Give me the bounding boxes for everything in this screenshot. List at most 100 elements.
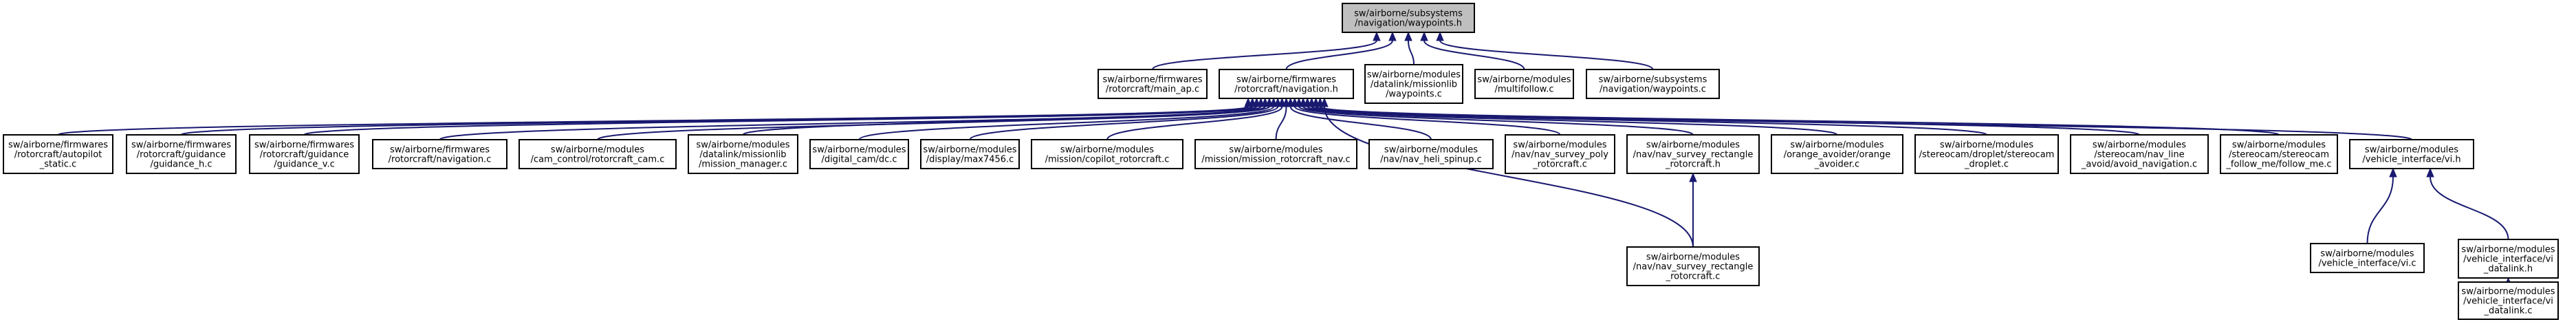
file-node[interactable]: sw/airborne/modules/stereocam/droplet/st… bbox=[1914, 134, 2059, 174]
node-label-line: /stereocam/stereocam bbox=[2229, 150, 2329, 160]
file-node[interactable]: sw/airborne/modules/nav/nav_survey_recta… bbox=[1626, 246, 1760, 286]
node-box bbox=[688, 134, 798, 174]
file-node[interactable]: sw/airborne/modules/vehicle_interface/vi… bbox=[2310, 243, 2425, 273]
file-node[interactable]: sw/airborne/modules/display/max7456.c bbox=[920, 139, 1020, 169]
node-box bbox=[2349, 139, 2474, 169]
file-node[interactable]: sw/airborne/firmwares/rotorcraft/autopil… bbox=[3, 134, 113, 174]
node-box bbox=[1342, 3, 1475, 33]
file-node[interactable]: sw/airborne/modules/nav/nav_survey_poly_… bbox=[1505, 134, 1615, 174]
file-node[interactable]: sw/airborne/firmwares/rotorcraft/navigat… bbox=[1219, 69, 1354, 99]
file-node[interactable]: sw/airborne/subsystems/navigation/waypoi… bbox=[1586, 69, 1720, 99]
node-label-line: /mission/copilot_rotorcraft.c bbox=[1045, 155, 1170, 165]
file-node[interactable]: sw/airborne/modules/datalink/missionlib/… bbox=[688, 134, 798, 174]
file-node[interactable]: sw/airborne/modules/cam_control/rotorcra… bbox=[519, 139, 677, 169]
node-label-line: /display/max7456.c bbox=[926, 155, 1014, 165]
node-box bbox=[519, 139, 677, 169]
node-label-line: /guidance_h.c bbox=[150, 160, 212, 170]
node-label-line: /rotorcraft/autopilot bbox=[14, 150, 102, 160]
node-label-line: /rotorcraft/guidance bbox=[137, 150, 226, 160]
file-node[interactable]: sw/airborne/firmwares/rotorcraft/guidanc… bbox=[249, 134, 360, 174]
node-label-line: /nav/nav_survey_rectangle bbox=[1633, 262, 1754, 272]
dependency-edge bbox=[1315, 106, 2280, 136]
node-label-line: /datalink/missionlib bbox=[699, 150, 786, 160]
node-label-line: sw/airborne/subsystems bbox=[1599, 75, 1707, 85]
file-node[interactable]: sw/airborne/modules/orange_avoider/orang… bbox=[1771, 134, 1903, 174]
node-label-line: /vehicle_interface/vi.h bbox=[2362, 155, 2460, 165]
node-label-line: /stereocam/droplet/stereocam bbox=[1919, 150, 2055, 160]
dependency-edge bbox=[1302, 106, 1838, 136]
dependency-edge bbox=[1307, 106, 1987, 136]
file-node[interactable]: sw/airborne/modules/nav/nav_survey_recta… bbox=[1626, 134, 1760, 174]
node-box bbox=[372, 139, 507, 169]
node-label-line: sw/airborne/modules bbox=[1790, 140, 1884, 151]
node-label-line: sw/airborne/modules bbox=[1060, 145, 1154, 155]
file-node[interactable]: sw/airborne/modules/vehicle_interface/vi… bbox=[2349, 139, 2474, 169]
edge-arrowhead bbox=[1436, 31, 1444, 41]
node-box bbox=[1626, 246, 1760, 286]
file-node[interactable]: sw/airborne/modules/mission/mission_roto… bbox=[1194, 139, 1357, 169]
node-box bbox=[1474, 69, 1574, 99]
node-label-line: sw/airborne/modules bbox=[1477, 75, 1571, 85]
file-node[interactable]: sw/airborne/modules/digital_cam/dc.c bbox=[809, 139, 909, 169]
node-label-line: /navigation/waypoints.c bbox=[1600, 85, 1706, 95]
file-node[interactable]: sw/airborne/modules/nav/nav_heli_spinup.… bbox=[1368, 139, 1494, 169]
dependency-edge bbox=[969, 106, 1279, 140]
dependency-edge bbox=[1319, 106, 2412, 140]
file-node[interactable]: sw/airborne/modules/stereocam/nav_line_a… bbox=[2070, 134, 2209, 174]
node-label-line: /waypoints.c bbox=[1386, 89, 1442, 100]
node-label-line: /nav/nav_heli_spinup.c bbox=[1380, 155, 1482, 165]
dependency-edge bbox=[1294, 106, 1561, 136]
file-node[interactable]: sw/airborne/firmwares/rotorcraft/navigat… bbox=[372, 139, 507, 169]
node-label-line: sw/airborne/modules bbox=[2365, 145, 2458, 155]
node-label-line: /rotorcraft/main_ap.c bbox=[1106, 85, 1199, 95]
node-label-line: sw/airborne/modules bbox=[1367, 70, 1461, 80]
node-label-line: sw/airborne/modules bbox=[696, 140, 789, 151]
node-label-line: sw/airborne/modules bbox=[2232, 140, 2326, 151]
node-label-line: /navigation/waypoints.h bbox=[1355, 19, 1462, 29]
node-box bbox=[1031, 139, 1183, 169]
file-node[interactable]: sw/airborne/modules/stereocam/stereocam_… bbox=[2220, 134, 2338, 174]
node-label-line: sw/airborne/firmwares bbox=[131, 140, 231, 151]
node-label-line: sw/airborne/modules bbox=[1940, 140, 2033, 151]
edges bbox=[57, 31, 2513, 287]
node-box bbox=[1505, 134, 1615, 174]
node-label-line: sw/airborne/firmwares bbox=[254, 140, 354, 151]
node-label-line: sw/airborne/modules bbox=[1646, 140, 1740, 151]
node-label-line: _static.c bbox=[39, 160, 76, 170]
node-label-line: _avoider.c bbox=[1814, 160, 1859, 170]
node-label-line: sw/airborne/modules bbox=[923, 145, 1016, 155]
node-label-line: sw/airborne/modules bbox=[551, 145, 644, 155]
node-label-line: sw/airborne/firmwares bbox=[1102, 75, 1202, 85]
node-label-line: _datalink.c bbox=[2483, 306, 2532, 316]
node-label-line: sw/airborne/modules bbox=[2320, 249, 2414, 259]
edge-arrowhead bbox=[1404, 31, 1412, 41]
node-label-line: sw/airborne/modules bbox=[812, 145, 906, 155]
file-node[interactable]: sw/airborne/modules/mission/copilot_roto… bbox=[1031, 139, 1183, 169]
file-node[interactable]: sw/airborne/firmwares/rotorcraft/guidanc… bbox=[126, 134, 237, 174]
file-node[interactable]: sw/airborne/modules/vehicle_interface/vi… bbox=[2458, 239, 2559, 279]
node-box bbox=[809, 139, 909, 169]
dependency-edge bbox=[303, 106, 1258, 136]
file-node[interactable]: sw/airborne/modules/datalink/missionlib/… bbox=[1364, 64, 1463, 104]
file-node[interactable]: sw/airborne/firmwares/rotorcraft/main_ap… bbox=[1098, 69, 1208, 99]
edge-arrowhead bbox=[1689, 172, 1697, 182]
node-box bbox=[1368, 139, 1494, 169]
node-box bbox=[1364, 64, 1463, 104]
node-box bbox=[920, 139, 1020, 169]
dependency-edge bbox=[1106, 106, 1283, 140]
edge-arrowhead bbox=[1373, 31, 1381, 41]
root-file-node[interactable]: sw/airborne/subsystems/navigation/waypoi… bbox=[1342, 3, 1475, 33]
file-node[interactable]: sw/airborne/modules/multifollow.c bbox=[1474, 69, 1574, 99]
dependency-edge bbox=[858, 106, 1275, 140]
node-box bbox=[2220, 134, 2338, 174]
node-label-line: /datalink/missionlib bbox=[1371, 80, 1457, 90]
node-label-line: /orange_avoider/orange bbox=[1784, 150, 1891, 160]
dependency-edge bbox=[1323, 106, 1694, 248]
node-box bbox=[1914, 134, 2059, 174]
node-box bbox=[2310, 243, 2425, 273]
file-node[interactable]: sw/airborne/modules/vehicle_interface/vi… bbox=[2458, 281, 2559, 320]
edge-arrowhead bbox=[1420, 31, 1428, 41]
edge-arrowhead bbox=[2389, 167, 2397, 178]
node-label-line: /digital_cam/dc.c bbox=[821, 155, 897, 165]
